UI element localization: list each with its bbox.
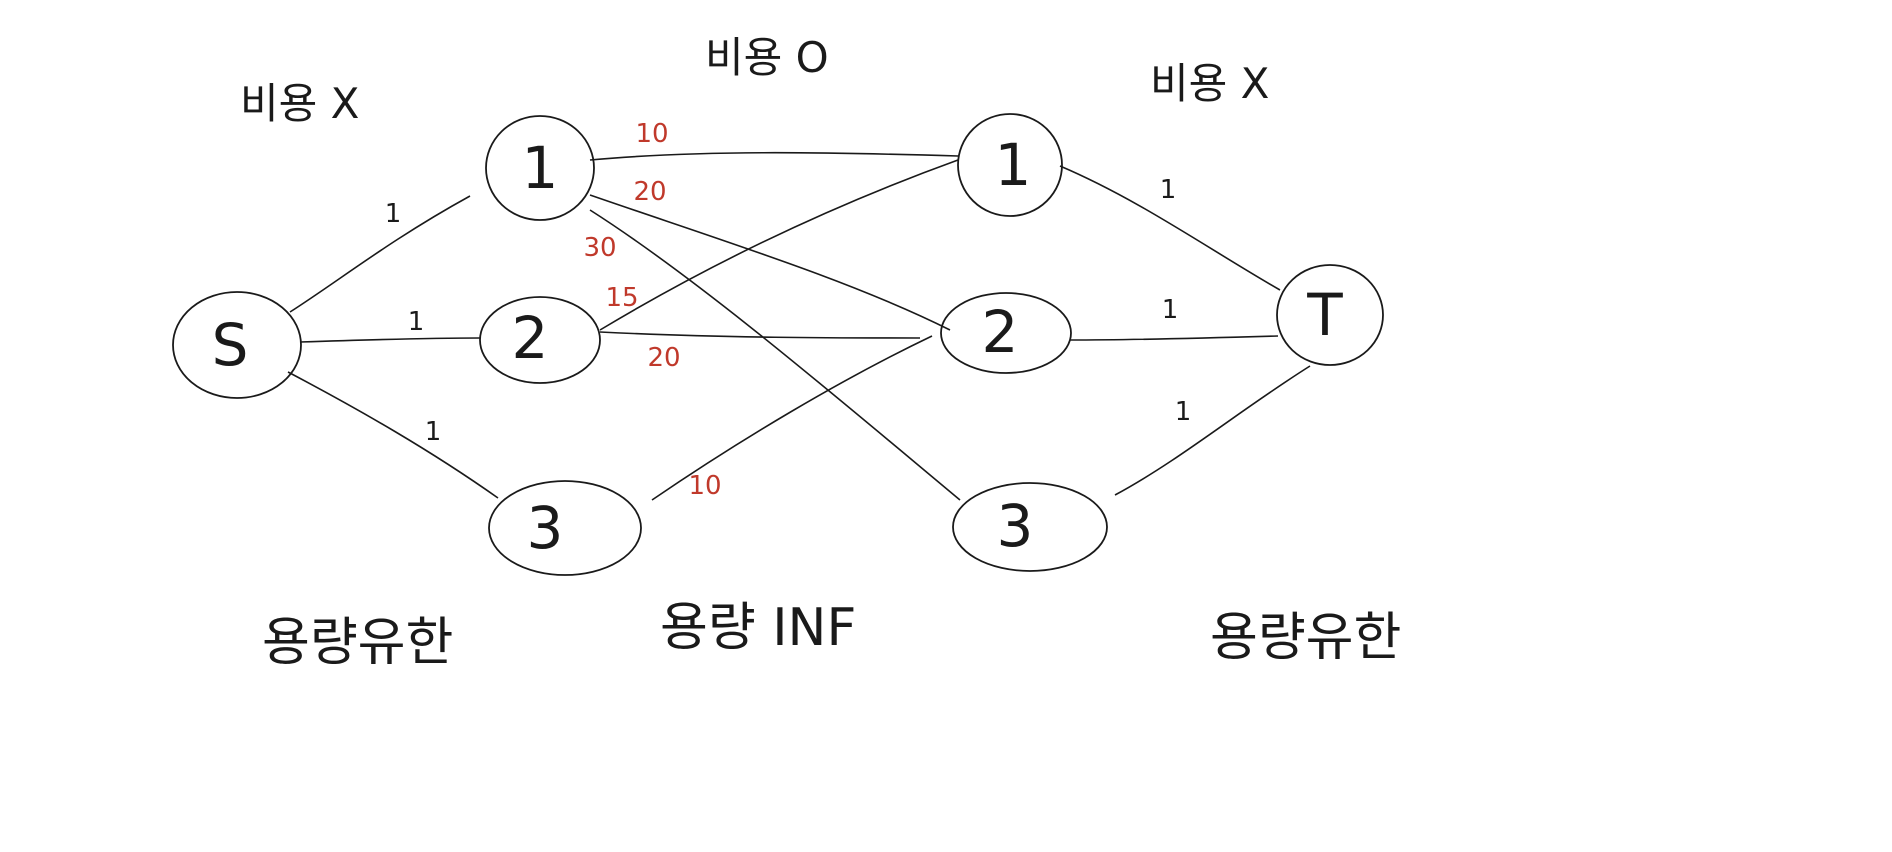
middle-edge-costs: 10 20 30 15 20 10 <box>583 119 721 501</box>
edge-l2-r1 <box>599 159 959 331</box>
edge-l1-r2 <box>589 194 951 331</box>
node-left-2 <box>479 296 601 384</box>
node-right-2 <box>940 292 1072 374</box>
capacity-label-middle: 용량 INF <box>660 598 856 658</box>
node-left-3 <box>488 480 642 576</box>
node-source <box>172 291 302 399</box>
edge-l3-r2 <box>651 335 933 501</box>
cost-l1-r1: 10 <box>635 119 668 149</box>
edge-l1-r1 <box>589 151 959 161</box>
node-right-1-label: 1 <box>995 131 1032 199</box>
edge-r3-t-label: 1 <box>1175 397 1192 427</box>
edge-s-1-label: 1 <box>385 199 402 229</box>
node-sink <box>1276 264 1384 366</box>
capacity-label-left: 용량유한 <box>262 613 453 673</box>
edge-r3-t <box>1114 365 1311 496</box>
node-left-3-label: 3 <box>527 494 564 562</box>
node-right-2-label: 2 <box>982 298 1019 366</box>
edge-s-1 <box>289 195 471 313</box>
edges-right-sink <box>1059 165 1311 496</box>
cost-l3-r2: 10 <box>688 471 721 501</box>
cost-l2-r2: 20 <box>647 343 680 373</box>
edge-s-3 <box>287 371 499 499</box>
cost-label-left: 비용 X <box>240 79 359 128</box>
node-left-2-label: 2 <box>512 304 549 372</box>
cost-l1-r3: 30 <box>583 233 616 263</box>
edge-l2-r2 <box>599 331 921 339</box>
cost-label-right: 비용 X <box>1150 59 1269 108</box>
node-right-3-label: 3 <box>997 492 1034 560</box>
node-right-1 <box>957 113 1063 217</box>
node-left-1-label: 1 <box>522 134 559 202</box>
edge-s-2 <box>299 337 481 343</box>
edge-r1-t <box>1059 165 1281 291</box>
edges-middle <box>589 151 961 501</box>
edges-source-left <box>287 195 499 499</box>
node-source-label: S <box>212 311 249 379</box>
cost-l1-r2: 20 <box>633 177 666 207</box>
cost-l2-r1: 15 <box>605 283 638 313</box>
capacity-label-right: 용량유한 <box>1210 608 1401 668</box>
source-edge-labels: 1 1 1 <box>385 199 442 447</box>
edge-r1-t-label: 1 <box>1160 175 1177 205</box>
edge-r2-t-label: 1 <box>1162 295 1179 325</box>
node-sink-label: T <box>1306 281 1343 349</box>
nodes <box>172 113 1384 576</box>
edge-l1-r3 <box>589 209 961 501</box>
node-left-1 <box>485 115 595 221</box>
cost-label-middle: 비용 O <box>705 33 829 82</box>
edge-r2-t <box>1069 335 1279 341</box>
sink-edge-labels: 1 1 1 <box>1160 175 1192 427</box>
edge-s-3-label: 1 <box>425 417 442 447</box>
node-labels: S 1 2 3 1 2 3 T <box>212 131 1344 562</box>
edge-s-2-label: 1 <box>408 307 425 337</box>
node-right-3 <box>952 482 1108 572</box>
